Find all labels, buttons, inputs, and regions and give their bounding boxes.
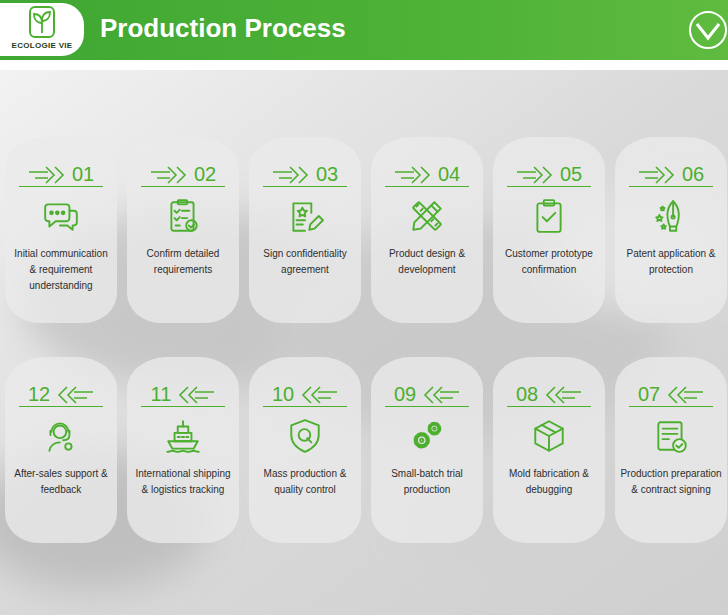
logo-badge: ECOLOGIE VIE (0, 3, 84, 56)
step-number: 01 (72, 163, 94, 185)
flow-arrow (516, 165, 556, 185)
flow-arrow (175, 385, 215, 405)
step-label: Customer prototype confirmation (493, 246, 605, 278)
step-header: 08 (507, 383, 591, 407)
step-icon (530, 197, 568, 235)
step-label: International shipping & logistics track… (127, 466, 239, 498)
step-header: 04 (385, 163, 469, 187)
step-number: 09 (394, 383, 416, 405)
step-header: 06 (629, 163, 713, 187)
step-number: 11 (151, 383, 172, 405)
step-label: Sign confidentiality agreement (249, 246, 361, 278)
step-icon (164, 197, 202, 235)
step-header: 07 (629, 383, 713, 407)
flow-arrow (664, 385, 704, 405)
step-number: 12 (28, 383, 50, 405)
step-header: 11 (141, 383, 225, 407)
step-card: 11International shipping & logistics tra… (127, 357, 239, 543)
step-label: Production preparation & contract signin… (615, 466, 727, 498)
step-label: Patent application & protection (615, 246, 727, 278)
step-label: Small-batch trial production (371, 466, 483, 498)
logo-text: ECOLOGIE VIE (0, 41, 84, 50)
flow-arrow (638, 165, 678, 185)
step-number: 06 (682, 163, 704, 185)
step-header: 01 (19, 163, 103, 187)
flow-arrow (150, 165, 190, 185)
step-icon (652, 197, 690, 235)
step-header: 05 (507, 163, 591, 187)
step-card: 10Mass production & quality control (249, 357, 361, 543)
step-number: 02 (194, 163, 216, 185)
step-label: Confirm detailed requirements (127, 246, 239, 278)
step-number: 07 (638, 383, 660, 405)
step-card: 05Customer prototype confirmation (493, 137, 605, 323)
step-card: 07Production preparation & contract sign… (615, 357, 727, 543)
step-card: 08Mold fabrication & debugging (493, 357, 605, 543)
flow-arrow (394, 165, 434, 185)
step-card: 06Patent application & protection (615, 137, 727, 323)
step-header: 02 (141, 163, 225, 187)
flow-arrow (272, 165, 312, 185)
step-icon (652, 417, 690, 455)
step-header: 12 (19, 383, 103, 407)
step-icon (530, 417, 568, 455)
flow-arrow (420, 385, 460, 405)
step-card: 12After-sales support & feedback (5, 357, 117, 543)
step-number: 03 (316, 163, 338, 185)
step-card: 04Product design & development (371, 137, 483, 323)
logo-leaf (0, 3, 84, 43)
step-number: 08 (516, 383, 538, 405)
step-header: 09 (385, 383, 469, 407)
step-header: 10 (263, 383, 347, 407)
step-card: 09Small-batch trial production (371, 357, 483, 543)
step-header: 03 (263, 163, 347, 187)
step-card: 02Confirm detailed requirements (127, 137, 239, 323)
step-label: Product design & development (371, 246, 483, 278)
step-icon (42, 417, 80, 455)
flow-arrow (298, 385, 338, 405)
step-label: After-sales support & feedback (5, 466, 117, 498)
check-emblem (684, 8, 728, 52)
step-icon (164, 417, 202, 455)
step-label: Mold fabrication & debugging (493, 466, 605, 498)
flow-arrow (542, 385, 582, 405)
step-number: 04 (438, 163, 460, 185)
step-label: Mass production & quality control (249, 466, 361, 498)
step-icon (408, 417, 446, 455)
flow-arrow (54, 385, 94, 405)
page-title: Production Process (100, 13, 346, 43)
step-number: 10 (272, 383, 294, 405)
step-icon (42, 197, 80, 235)
step-card: 03Sign confidentiality agreement (249, 137, 361, 323)
step-icon (408, 197, 446, 235)
step-icon (286, 417, 324, 455)
step-card: 01Initial communication & requirement un… (5, 137, 117, 323)
flow-arrow (28, 165, 68, 185)
step-number: 05 (560, 163, 582, 185)
step-label: Initial communication & requirement unde… (5, 246, 117, 294)
step-icon (286, 197, 324, 235)
